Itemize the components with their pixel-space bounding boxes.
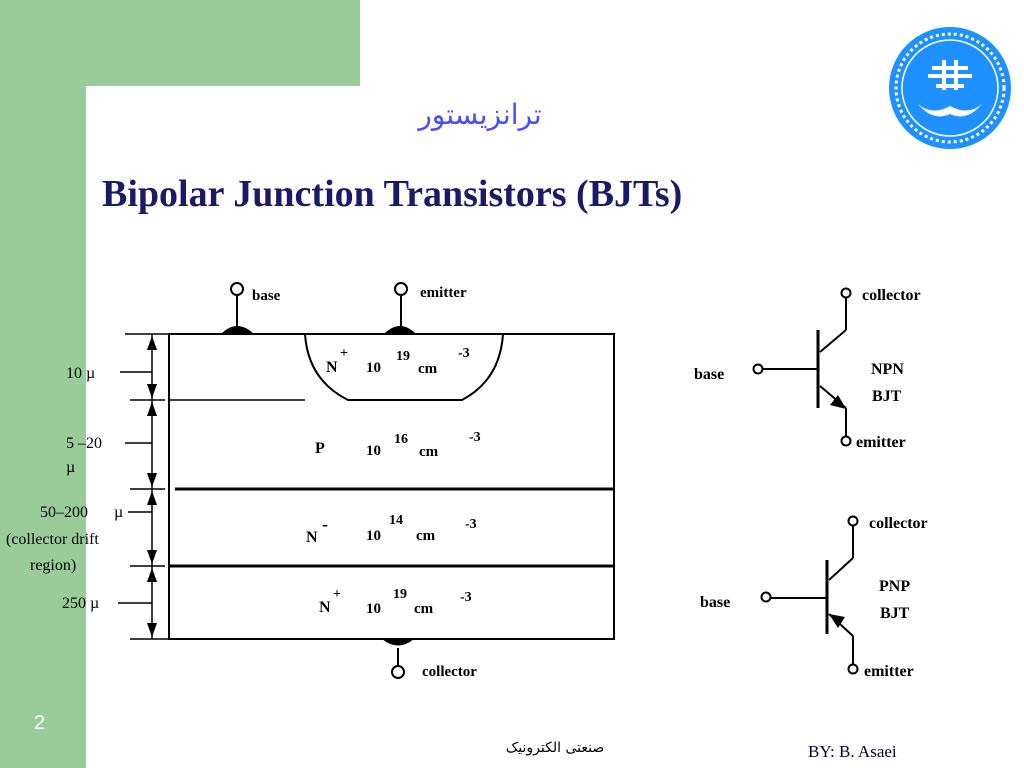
layer-drift-doping: N - 10 14 cm -3 xyxy=(306,513,477,546)
layer-base-doping: P 10 16 cm -3 xyxy=(315,430,481,460)
top-green-band xyxy=(86,0,360,86)
layer-emitter-doping: N + 10 19 cm -3 xyxy=(326,346,470,377)
svg-text:-3: -3 xyxy=(460,590,472,605)
pnp-bjt-label: BJT xyxy=(880,605,910,622)
npn-symbol xyxy=(752,287,852,447)
pnp-base-label: base xyxy=(700,594,730,611)
svg-text:P: P xyxy=(315,440,325,457)
svg-text:cm: cm xyxy=(418,361,438,377)
dim-base-width: 5 –20 xyxy=(66,435,102,452)
svg-text:14: 14 xyxy=(389,513,403,528)
svg-text:-: - xyxy=(322,514,328,534)
dim-drift-note-2: region) xyxy=(30,557,76,574)
footer-course: صنعتی الکترونیک xyxy=(505,740,605,756)
base-label: base xyxy=(252,288,281,304)
left-green-band xyxy=(0,0,86,768)
emitter-contact xyxy=(384,326,416,334)
dimension-ticks xyxy=(118,333,169,640)
dim-drift-note-1: (collector drift xyxy=(6,531,99,548)
npn-bjt-label: BJT xyxy=(872,388,902,405)
slide-title: Bipolar Junction Transistors (BJTs) xyxy=(102,173,683,215)
svg-text:16: 16 xyxy=(394,432,408,447)
svg-text:-3: -3 xyxy=(458,346,470,361)
svg-text:-3: -3 xyxy=(469,430,481,445)
dimension-arrows xyxy=(147,336,157,637)
npn-name: NPN xyxy=(871,361,904,378)
svg-text:10: 10 xyxy=(366,528,381,544)
collector-terminal xyxy=(391,665,405,679)
collector-contact xyxy=(382,639,414,646)
dim-emitter-depth: 10 µ xyxy=(66,365,95,382)
pnp-collector-label: collector xyxy=(869,515,928,532)
npn-collector-label: collector xyxy=(862,287,921,304)
base-contact xyxy=(221,326,254,334)
university-logo xyxy=(889,27,1011,149)
emitter-terminal xyxy=(394,282,408,296)
svg-text:cm: cm xyxy=(419,444,439,460)
svg-text:19: 19 xyxy=(396,349,410,364)
persian-title: ترانزیستور xyxy=(418,98,542,131)
svg-text:+: + xyxy=(340,346,348,361)
svg-text:-3: -3 xyxy=(465,517,477,532)
svg-text:cm: cm xyxy=(416,528,436,544)
pnp-emitter-label: emitter xyxy=(864,663,914,680)
dim-drift-width: 50–200 xyxy=(40,504,88,521)
device-block xyxy=(168,333,615,640)
svg-text:N: N xyxy=(306,529,318,546)
npn-emitter-label: emitter xyxy=(856,434,906,451)
base-terminal xyxy=(230,282,244,296)
layer-substrate-doping: N + 10 19 cm -3 xyxy=(319,587,472,617)
slide-number: 2 xyxy=(34,712,46,734)
svg-text:cm: cm xyxy=(414,601,434,617)
dim-drift-unit: µ xyxy=(114,504,123,521)
svg-text:+: + xyxy=(333,587,341,602)
emitter-well xyxy=(304,333,504,401)
svg-text:10: 10 xyxy=(366,360,381,376)
svg-text:N: N xyxy=(319,599,331,616)
svg-text:19: 19 xyxy=(393,587,407,602)
svg-text:10: 10 xyxy=(366,601,381,617)
emitter-label: emitter xyxy=(420,285,467,301)
npn-base-label: base xyxy=(694,366,724,383)
footer-author: BY: B. Asaei xyxy=(808,742,897,761)
collector-label: collector xyxy=(422,664,477,680)
pnp-symbol xyxy=(760,515,859,675)
dim-base-unit: µ xyxy=(66,459,75,476)
svg-text:10: 10 xyxy=(366,443,381,459)
pnp-name: PNP xyxy=(879,578,910,595)
svg-text:N: N xyxy=(326,359,338,376)
dim-substrate-width: 250 µ xyxy=(62,595,99,612)
